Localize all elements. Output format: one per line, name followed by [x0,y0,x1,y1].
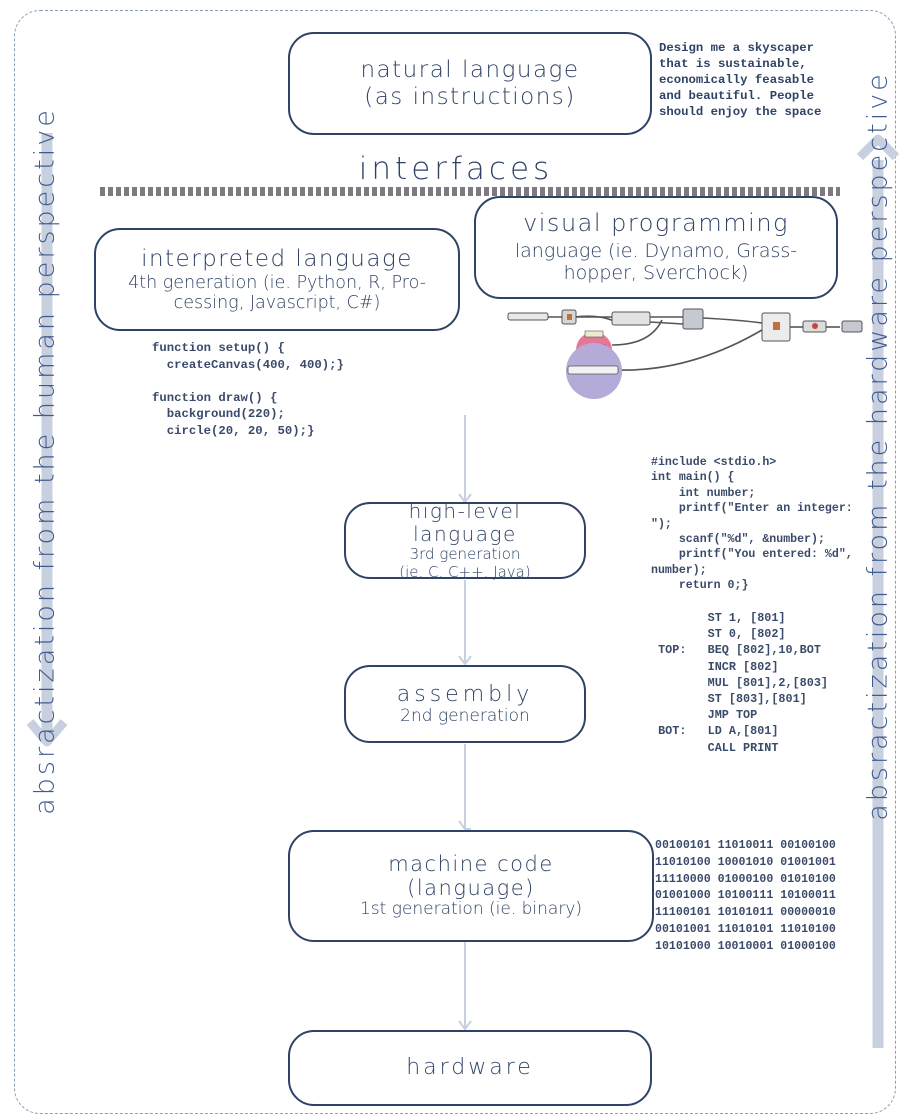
high-level-language-box: high-level language 3rd generation (ie. … [344,499,586,581]
interpreted-language-title: interpreted language [141,246,413,273]
assembly-box: assembly 2nd generation [344,665,586,743]
assembly-code-sample: ST 1, [801] ST 0, [802] TOP: BEQ [802],1… [658,611,828,755]
natural-language-title: natural language [360,57,580,84]
natural-language-example: Design me a skyscaper that is sustainabl… [659,41,822,119]
high-level-line4: (ie. C, C++, Java) [399,562,531,581]
hardware-box: hardware [288,1030,652,1106]
machine-code-line3: 1st generation (ie. binary) [359,899,583,920]
visual-programming-line3: hopper, Sverchock) [563,262,749,285]
up-arrow-icon [856,134,900,1048]
high-level-line3: 3rd generation [409,545,521,564]
visual-programming-box: visual programming language (ie. Dynamo,… [474,196,838,299]
hardware-title: hardware [406,1055,534,1081]
down-arrow-icon [26,133,68,747]
node-graph-icon [507,308,863,399]
natural-language-subtitle: (as instructions) [364,83,576,110]
c-code-sample: #include <stdio.h> int main() { int numb… [651,456,853,593]
interpreted-language-line3: cessing, Javascript, C#) [173,292,381,313]
interfaces-divider [100,187,840,196]
machine-code-title: machine code [388,852,554,877]
interpreted-code-sample: function setup() { createCanvas(400, 400… [152,341,344,438]
machine-code-line2: (language) [407,876,535,901]
interpreted-language-line2: 4th generation (ie. Python, R, Pro- [128,272,426,293]
binary-code-sample: 00100101 11010011 00100100 11010100 1000… [655,839,836,953]
interfaces-title: interfaces [358,151,554,187]
machine-code-box: machine code (language) 1st generation (… [288,830,654,942]
left-axis-label: absractization from the human perspectiv… [29,107,61,815]
flow-arrow-icon [458,415,472,1031]
visual-programming-title: visual programming [523,208,789,237]
interpreted-language-box: interpreted language 4th generation (ie.… [94,228,460,331]
high-level-title: high-level [408,499,522,524]
diagram-frame [14,10,896,1114]
high-level-line2: language [413,522,517,547]
assembly-title: assembly [396,681,534,707]
visual-programming-line2: language (ie. Dynamo, Grass- [514,240,798,263]
natural-language-box: natural language (as instructions) [288,32,652,135]
assembly-subtitle: 2nd generation [400,705,530,726]
